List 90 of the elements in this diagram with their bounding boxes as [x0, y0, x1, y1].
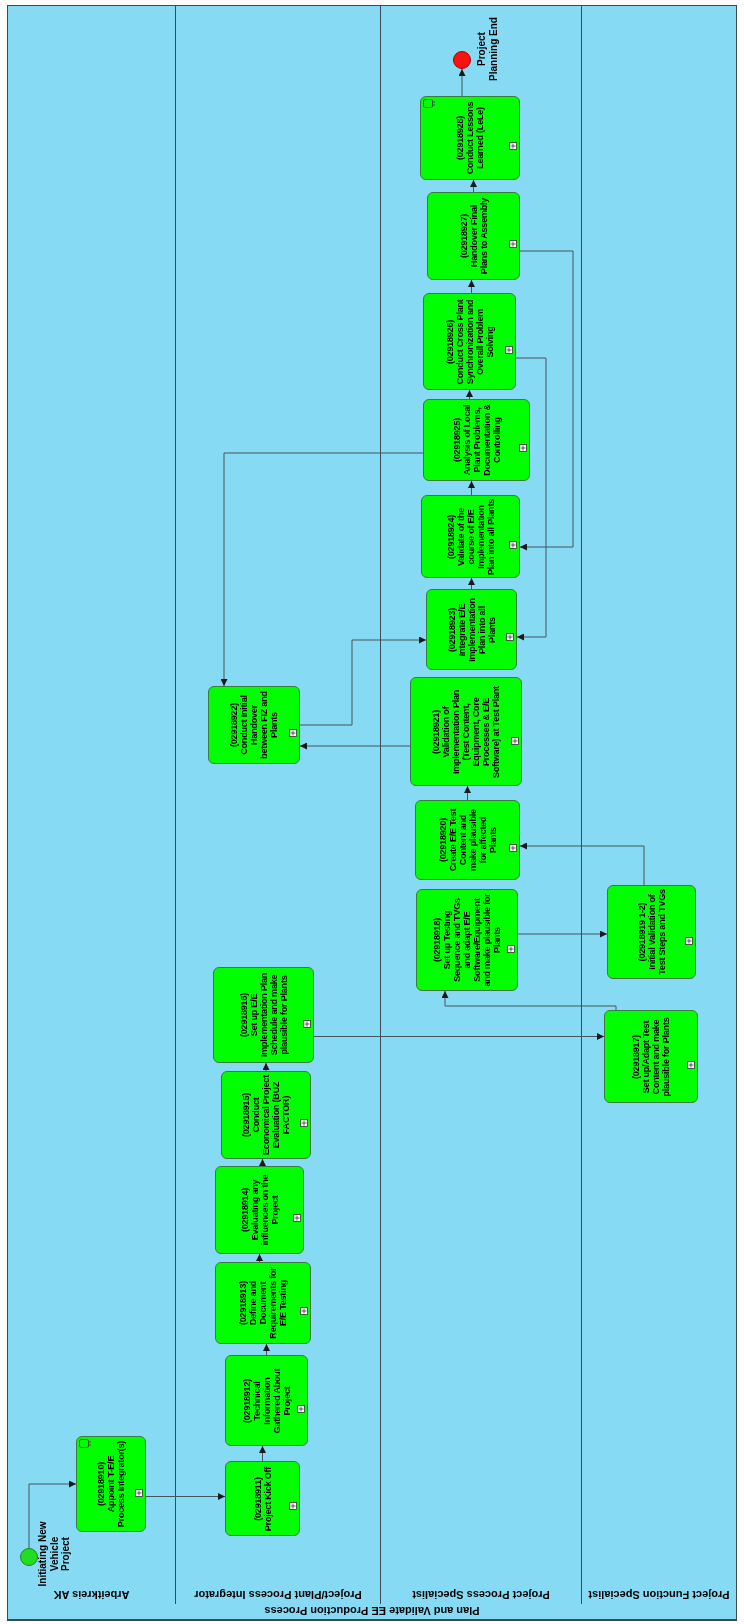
task-id: (02918911)	[252, 1476, 263, 1521]
sequence-flow-arrow	[441, 990, 617, 1011]
start-event-circle	[20, 1548, 38, 1566]
task-box	[427, 192, 520, 280]
sequence-flow-arrow	[262, 1062, 270, 1072]
task-box	[213, 967, 314, 1063]
sequence-flow-arrow	[468, 480, 475, 496]
task-id: (02918913)	[237, 1281, 248, 1326]
task-label: Define and Document Requirements for E/E Testing	[247, 1266, 289, 1341]
sequence-flow-arrow	[470, 179, 477, 193]
task-id: (02918923)	[446, 607, 457, 652]
task-id: (02918918)	[431, 918, 442, 963]
task-label: Handover Final Plans to Assembly	[468, 196, 489, 277]
pool	[8, 6, 736, 1620]
task-label: Conduct Cross Plant Synchronization and Overall Problem Solving	[454, 297, 495, 387]
lane-label: Project/Plant Process Integrator	[193, 1589, 363, 1601]
sequence-flow-arrow	[28, 1480, 77, 1549]
task-id: (02918922)	[228, 703, 239, 748]
task-box	[426, 589, 517, 670]
task-box	[410, 677, 522, 786]
task-id: (02918912)	[241, 1378, 252, 1423]
task-id: (02918928)	[454, 116, 465, 161]
task-label: Analysis of Local Plant Problems, Documentation & Controlling	[461, 403, 502, 478]
task-id: (02918916)	[238, 993, 249, 1038]
task-label: Create E/E Test Content and make plausible for affected Plants	[447, 807, 498, 874]
task-label: Set up E/E Implementation Plan Schedule and make plausible for Plants	[248, 971, 289, 1060]
task-box	[215, 1166, 304, 1254]
task-id: (02918919 1-2)	[636, 902, 647, 962]
task-box	[208, 686, 300, 764]
task-id: (02918910)	[95, 1462, 106, 1507]
task-box	[423, 293, 516, 390]
sequence-flow-arrow	[519, 842, 645, 886]
task-box	[221, 1071, 311, 1159]
sequence-flow-arrow	[515, 357, 547, 641]
sequence-flow-arrow	[466, 389, 473, 400]
task-label: Integrate E/E Implementation Plan into all Plants	[456, 596, 497, 664]
end-event-circle	[453, 51, 471, 69]
task-box	[225, 1461, 300, 1536]
sequence-flow-arrow	[299, 742, 411, 750]
sequence-flow-arrow	[464, 785, 471, 801]
task-box	[604, 1010, 698, 1103]
sequence-flow-arrow	[468, 577, 475, 590]
sequence-flow-arrow	[145, 1493, 226, 1500]
task-box	[76, 1436, 146, 1532]
sequence-flow-arrow	[313, 1033, 605, 1040]
task-box	[416, 889, 518, 991]
task-label: Validation of Implementation Plan (Test Content, Equipment, Core Processes & E/E Software) at Test Plant	[440, 684, 502, 780]
sequence-flow-arrow	[468, 279, 475, 294]
sequence-flow-arrow	[519, 250, 574, 551]
sequence-flow-arrow	[259, 1158, 266, 1167]
task-box	[420, 96, 520, 180]
lane-label: Arbeitkreis AK	[52, 1589, 131, 1601]
task-label: Project Kick Off	[262, 1466, 273, 1531]
task-label: Initial Validation of Test Steps and TVGs	[646, 888, 667, 976]
task-id: (02918927)	[458, 214, 469, 259]
lane-label: Project Process Specialist	[411, 1589, 551, 1601]
sequence-flow-arrow	[458, 68, 466, 97]
task-label: Conduct Economical Project Evaluation (BUZ FACTOR)	[250, 1074, 292, 1156]
sequence-flow-arrow	[299, 636, 427, 726]
task-id: (02918914)	[239, 1188, 250, 1233]
event-label: Initiating New Vehicle Project	[36, 1520, 72, 1588]
task-box	[421, 495, 520, 578]
sequence-flow-arrow	[256, 1253, 263, 1263]
task-label: Appoint T-E/E Process Integrator(s)	[105, 1439, 127, 1529]
task-id: (02918920)	[437, 818, 448, 863]
sequence-flow-arrow	[517, 930, 608, 938]
task-label: Evaluating any influences on the Project	[249, 1173, 280, 1248]
sequence-flow-arrow	[220, 452, 424, 687]
task-box	[215, 1262, 311, 1344]
event-label: Project Planning End	[475, 16, 499, 83]
task-label: Set up/Adapt Test Content and make plausible for Plants	[640, 1016, 672, 1098]
task-id: (02918921)	[430, 709, 441, 754]
pool-title: Plan and Validate EE Production Process	[8, 1603, 736, 1620]
task-label: Set up Testing Sequence and TVGs and adapt E/E Software/Equipment and make plausible for Plants	[441, 892, 503, 988]
task-box	[415, 800, 520, 880]
task-id: (02918917)	[630, 1034, 641, 1079]
task-box	[423, 399, 530, 481]
task-id: (02918926)	[444, 319, 455, 364]
task-label: Validate of the course of E/E Implementation Plan into all Plants	[455, 498, 496, 575]
lane-label: Project Function Specialist	[587, 1589, 731, 1601]
sequence-flow-arrow	[259, 1445, 266, 1462]
task-box	[225, 1355, 308, 1446]
task-box	[607, 885, 696, 979]
task-id: (02918924)	[445, 514, 456, 559]
task-label: Conduct Lessons Learned (LeLe)	[464, 100, 486, 177]
task-label: Technical Information Gathered About Project	[251, 1367, 292, 1435]
task-label: Conduct Initial Handover between FIZ and Plants	[238, 690, 280, 761]
task-id: (02918915)	[240, 1093, 251, 1138]
sequence-flow-arrow	[263, 1343, 270, 1356]
task-id: (02918925)	[451, 418, 462, 463]
